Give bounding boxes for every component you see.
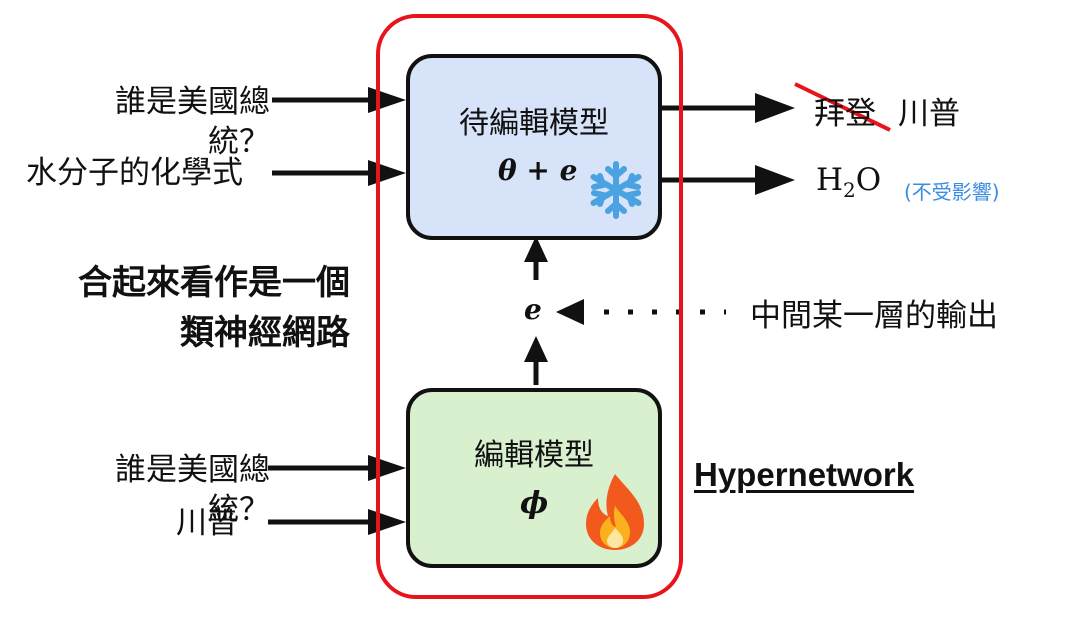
output-new: 川普: [898, 96, 960, 132]
unaffected-note: (不受影響): [904, 180, 1000, 204]
arrowhead: [755, 93, 795, 123]
target-input-question: 誰是美國總統？: [60, 82, 270, 162]
question-text: 誰是美國總統？: [115, 452, 270, 528]
editor-input-question: 誰是美國總統？: [60, 450, 270, 530]
edit-model-box: 編輯模型 ϕ: [406, 388, 662, 568]
editor-input-answer: 川普: [176, 505, 238, 541]
output-struck: 拜登: [814, 96, 876, 132]
side-note-line1: 合起來看作是一個: [78, 263, 350, 303]
hypernetwork-label: Hypernetwork: [694, 456, 915, 493]
middle-source-label: 中間某一層的輸出: [750, 298, 998, 334]
fire-icon: [580, 472, 650, 556]
target-model-formula: θ + e: [498, 154, 578, 187]
edit-model-formula: ϕ: [520, 486, 549, 521]
arrowhead: [524, 236, 548, 262]
target-model-box: 待編輯模型 θ + e: [406, 54, 662, 240]
side-note: 合起來看作是一個 類神經網路: [30, 262, 350, 354]
arrowhead: [755, 165, 795, 195]
arrowhead: [556, 299, 584, 325]
target-model-title: 待編輯模型: [459, 106, 609, 141]
output-h2o: H2O: [816, 162, 881, 202]
h2o-o: O: [855, 162, 882, 198]
question-text: 誰是美國總統？: [115, 84, 270, 160]
arrowhead: [524, 336, 548, 362]
h2o-h: H: [816, 162, 844, 198]
middle-e: e: [524, 293, 542, 326]
strike-line: [794, 82, 891, 132]
hypernetwork-frame: [376, 14, 683, 599]
target-input-water: 水分子的化學式: [26, 155, 243, 191]
snowflake-icon: [586, 160, 646, 224]
side-note-line2: 類神經網路: [180, 313, 350, 353]
edit-model-title: 編輯模型: [474, 438, 594, 473]
h2o-sub: 2: [843, 178, 856, 203]
